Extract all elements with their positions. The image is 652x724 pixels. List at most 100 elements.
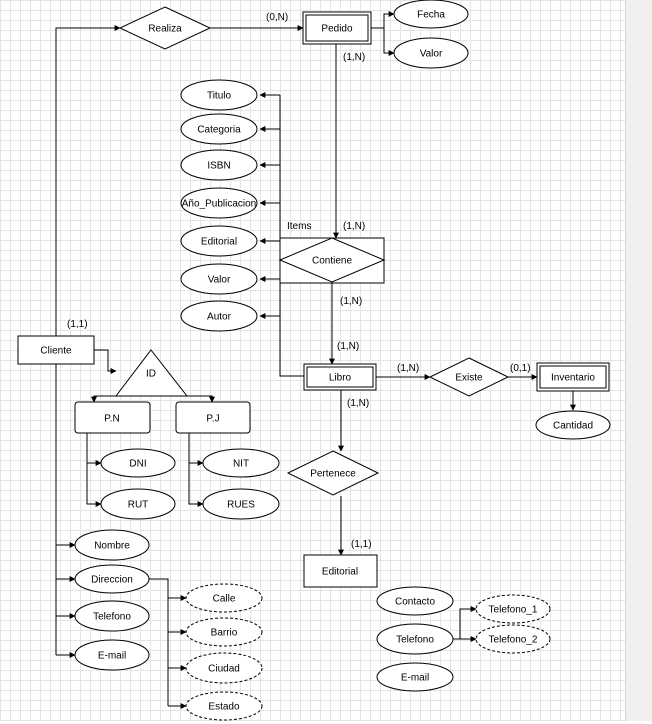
attribute-rut-label: RUT [128,500,149,511]
attribute-calle[interactable]: Calle [185,583,263,613]
relationship-pertenece[interactable]: Pertenece [286,450,380,496]
relationship-realiza[interactable]: Realiza [118,6,212,50]
entity-inventario[interactable]: Inventario [536,362,610,392]
attribute-telefono-contacto[interactable]: Telefono [376,623,454,655]
attribute-email[interactable]: E-mail [74,639,150,671]
attribute-cantidad-label: Cantidad [553,421,593,432]
entity-libro-label: Libro [329,373,352,384]
edge-labels: (0,N) (1,N) Items (1,N) (1,N) (1,N) (1,N… [67,12,531,550]
attribute-fecha-label: Fecha [417,10,445,21]
label-contiene-top: (1,N) [343,221,365,232]
label-existe-inventario: (0,1) [510,363,531,374]
attribute-categoria[interactable]: Categoria [180,113,258,145]
attribute-email-contacto[interactable]: E-mail [376,662,454,692]
edge-cliente-realiza [55,25,121,336]
label-realiza-pedido: (0,N) [266,12,288,23]
edge-tel-1 [459,606,477,639]
label-pedido-contiene: (1,N) [343,52,365,63]
attribute-calle-label: Calle [213,594,236,605]
relationship-existe[interactable]: Existe [428,357,510,397]
edge-pj-rues [188,433,204,507]
attribute-cantidad[interactable]: Cantidad [535,410,611,440]
entity-libro[interactable]: Libro [303,363,377,391]
label-contiene-bottom: (1,N) [340,296,362,307]
label-libro-existe: (1,N) [397,363,419,374]
entity-editorial[interactable]: Editorial [303,554,378,588]
attribute-nit[interactable]: NIT [202,448,280,478]
attribute-dni-label: DNI [129,459,146,470]
relationship-pertenece-label: Pertenece [310,469,356,480]
attribute-telefono-1[interactable]: Telefono_1 [475,594,551,624]
attribute-titulo[interactable]: Titulo [180,79,258,111]
attribute-autor-label: Autor [207,312,232,323]
entity-inventario-label: Inventario [551,373,595,384]
attribute-telefono-2[interactable]: Telefono_2 [475,624,551,654]
attribute-rues[interactable]: RUES [202,488,280,520]
label-editorial-top: (1,1) [351,539,372,550]
attribute-dni[interactable]: DNI [100,448,176,478]
entity-pn[interactable]: P.N [74,401,151,434]
attribute-nit-label: NIT [233,459,249,470]
attribute-categoria-label: Categoria [197,125,241,136]
attribute-valor-libro-label: Valor [208,275,231,286]
attribute-anio-publicacion[interactable]: Año_Publicacion [180,187,258,219]
edge-pedido-valor [383,28,395,56]
attribute-valor-libro[interactable]: Valor [180,263,258,295]
attribute-isbn-label: ISBN [207,161,230,172]
attribute-direccion[interactable]: Direccion [74,564,150,594]
attribute-contacto[interactable]: Contacto [376,586,454,616]
edges [55,11,576,709]
attribute-contacto-label: Contacto [395,597,435,608]
edge-pedido-fecha [371,11,395,29]
attribute-rut[interactable]: RUT [100,488,176,520]
attribute-rues-label: RUES [227,500,255,511]
attribute-estado[interactable]: Estado [185,691,263,721]
attribute-barrio[interactable]: Barrio [185,617,263,647]
entity-editorial-label: Editorial [322,567,358,578]
edge-direccion-trunk [147,578,169,706]
attribute-nombre-label: Nombre [94,541,130,552]
relationship-existe-label: Existe [455,373,483,384]
id-label: ID [146,369,156,380]
edge-id-pn [91,395,116,403]
label-libro-pertenece: (1,N) [347,398,369,409]
attribute-editorial[interactable]: Editorial [180,225,258,257]
attribute-autor[interactable]: Autor [180,300,258,332]
entity-pedido-label: Pedido [321,24,353,35]
attribute-ciudad[interactable]: Ciudad [185,652,263,684]
entity-pj[interactable]: P.J [175,401,251,434]
relationship-realiza-label: Realiza [148,24,182,35]
attribute-editorial-label: Editorial [201,237,237,248]
id-triangle[interactable]: ID [114,349,189,397]
entity-cliente-label: Cliente [40,346,72,357]
attribute-barrio-label: Barrio [211,628,238,639]
edge-id-pj [187,395,215,403]
attribute-telefono-1-label: Telefono_1 [489,605,538,616]
attribute-titulo-label: Titulo [207,91,232,102]
diagram-canvas[interactable]: Realiza Contiene Existe Pertenece Pedido… [0,0,625,721]
attribute-valor-pedido-label: Valor [420,49,443,60]
attribute-isbn[interactable]: ISBN [180,149,258,181]
attribute-email-label: E-mail [98,651,126,662]
attribute-direccion-label: Direccion [91,575,133,586]
er-diagram: Realiza Contiene Existe Pertenece Pedido… [17,0,611,721]
attribute-telefono[interactable]: Telefono [74,600,150,632]
attribute-fecha[interactable]: Fecha [393,0,469,29]
entity-pedido[interactable]: Pedido [302,11,372,45]
attribute-email-contacto-label: E-mail [401,673,429,684]
attribute-estado-label: Estado [208,702,240,713]
label-cliente-top: (1,1) [67,319,88,330]
attribute-valor-pedido[interactable]: Valor [393,37,469,69]
entity-cliente[interactable]: Cliente [17,335,95,365]
entity-pn-label: P.N [104,414,119,425]
relationship-contiene[interactable]: Contiene [278,237,386,284]
relationship-contiene-label: Contiene [312,256,352,267]
entity-pj-label: P.J [206,414,219,425]
vertical-scrollbar[interactable] [625,0,652,721]
attribute-telefono-contacto-label: Telefono [396,635,434,646]
label-items: Items [287,221,311,232]
label-libro-top: (1,N) [337,341,359,352]
edge-pn-rut [86,433,102,507]
attribute-nombre[interactable]: Nombre [74,529,150,561]
edge-cliente-id [94,349,117,374]
